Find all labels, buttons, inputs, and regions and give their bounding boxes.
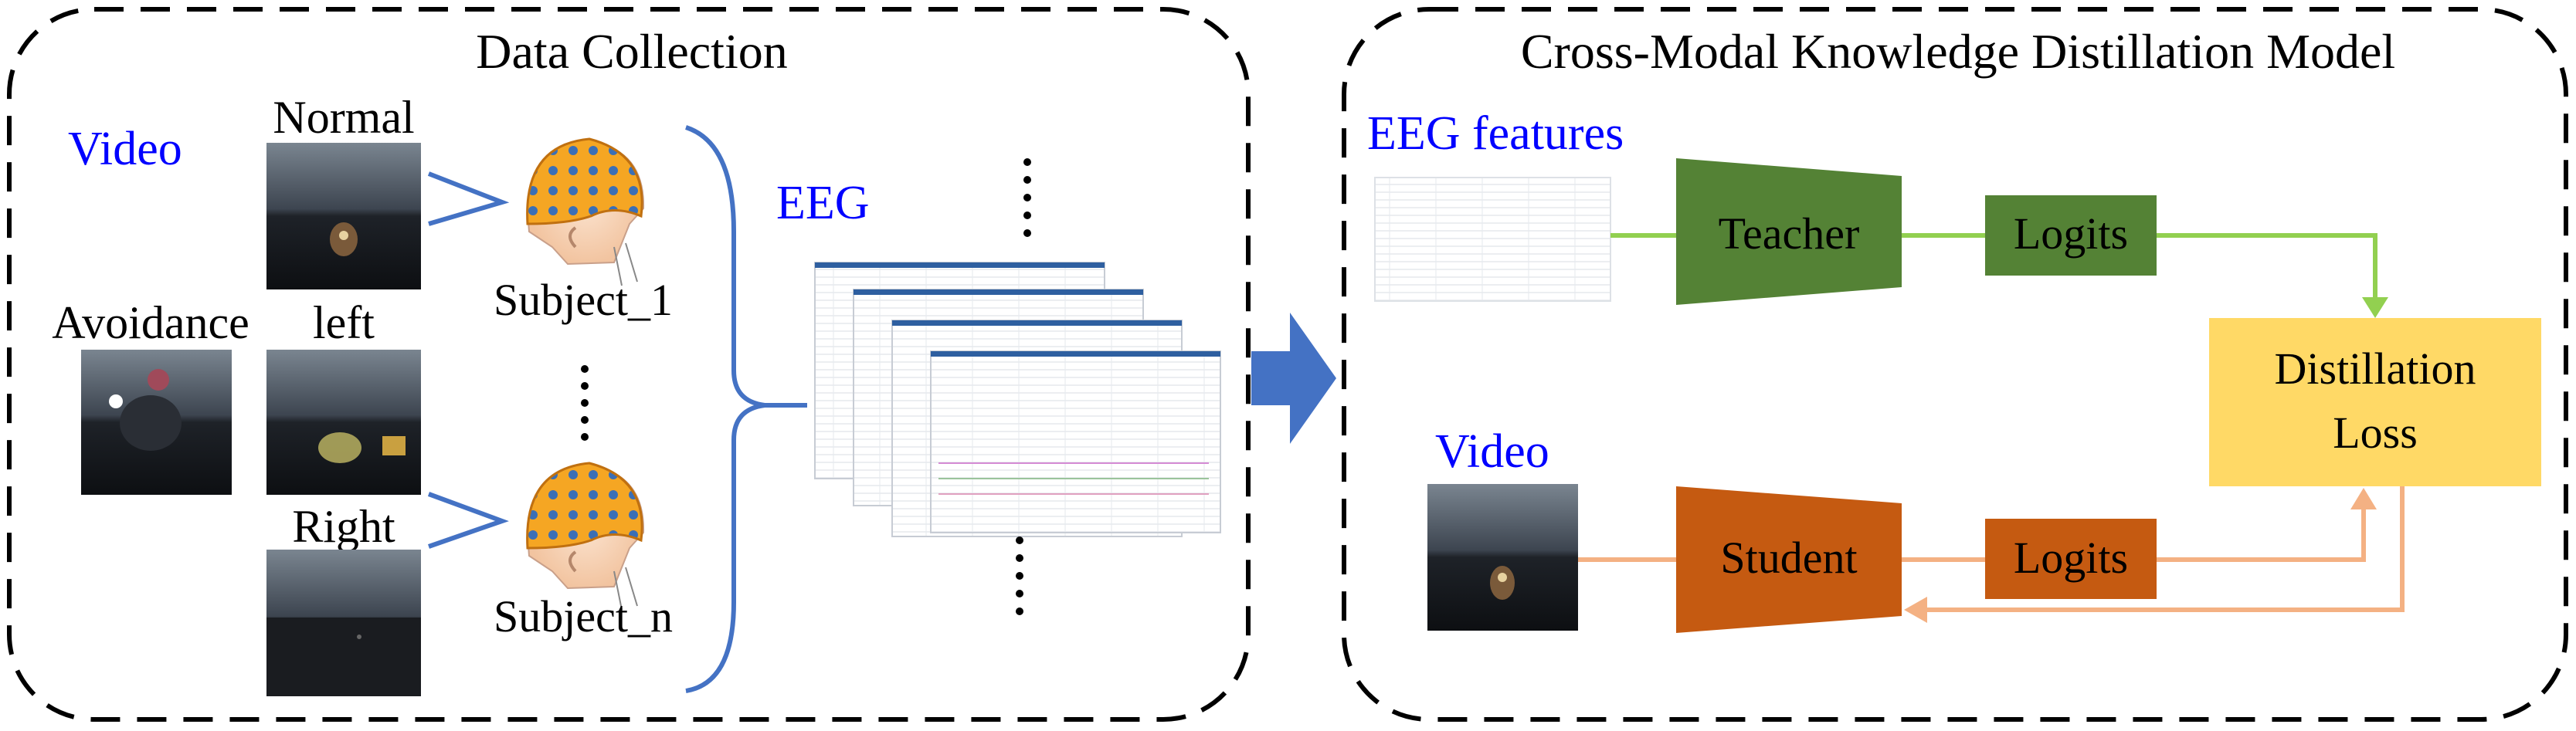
panel-transition-arrow [1251, 313, 1336, 444]
subject-n-label: Subject_n [494, 591, 673, 641]
distillation-model-title: Cross-Modal Knowledge Distillation Model [1521, 24, 2395, 79]
student-logits-box [1985, 519, 2157, 599]
subject-1-label: Subject_1 [494, 275, 673, 325]
connector-normal-to-subject [427, 171, 510, 226]
teacher-logits-label: Logits [2014, 208, 2128, 259]
distillation-loss-line1: Distillation [2275, 344, 2476, 394]
teacher-label: Teacher [1719, 208, 1860, 259]
distillation-loss-box [2209, 318, 2541, 486]
connector-right-to-subject [427, 492, 509, 549]
student-logits-label: Logits [2014, 533, 2128, 583]
eeg-data-stack [814, 262, 1221, 537]
video-thumbnail-avoidance [81, 350, 232, 495]
subject-brace [685, 125, 765, 693]
eeg-ellipsis-top [1023, 158, 1031, 237]
category-normal-label: Normal [273, 92, 414, 143]
data-collection-title: Data Collection [476, 24, 787, 79]
distillation-model-panel [1342, 7, 2568, 722]
eeg-ellipsis-bottom [1016, 536, 1023, 615]
eeg-features-label: EEG features [1367, 107, 1624, 160]
video-thumbnail-right [266, 550, 421, 696]
eeg-sheet [930, 350, 1221, 533]
subject-n-eeg-cap-icon [526, 462, 645, 611]
loss-feedback-arrow [1927, 486, 2405, 612]
feedback-arrowhead [1904, 597, 1927, 623]
video-label-left: Video [68, 123, 182, 175]
student-logits-to-loss-arrow [2157, 509, 2366, 562]
student-label: Student [1720, 533, 1857, 583]
video-thumbnail-normal [266, 143, 421, 289]
data-collection-panel [7, 7, 1251, 722]
subject-1-eeg-cap-icon [526, 137, 645, 286]
category-avoidance-label: Avoidance [52, 297, 249, 348]
teacher-block [1676, 158, 1902, 305]
teacher-logits-box [1985, 195, 2157, 276]
student-video-thumbnail [1427, 484, 1578, 631]
teacher-logits-to-loss-arrow [2157, 233, 2377, 297]
student-arrowhead-up [2350, 488, 2377, 509]
teacher-arrowhead [2362, 297, 2388, 318]
subjects-ellipsis [581, 365, 589, 441]
video-label-right: Video [1435, 425, 1549, 478]
category-left-label: left [313, 297, 375, 348]
eeg-features-table [1374, 177, 1611, 302]
student-block [1676, 486, 1902, 633]
eeg-label: EEG [776, 177, 870, 229]
category-right-label: Right [292, 501, 395, 552]
distillation-loss-line2: Loss [2333, 408, 2418, 458]
video-thumbnail-left [266, 350, 421, 495]
